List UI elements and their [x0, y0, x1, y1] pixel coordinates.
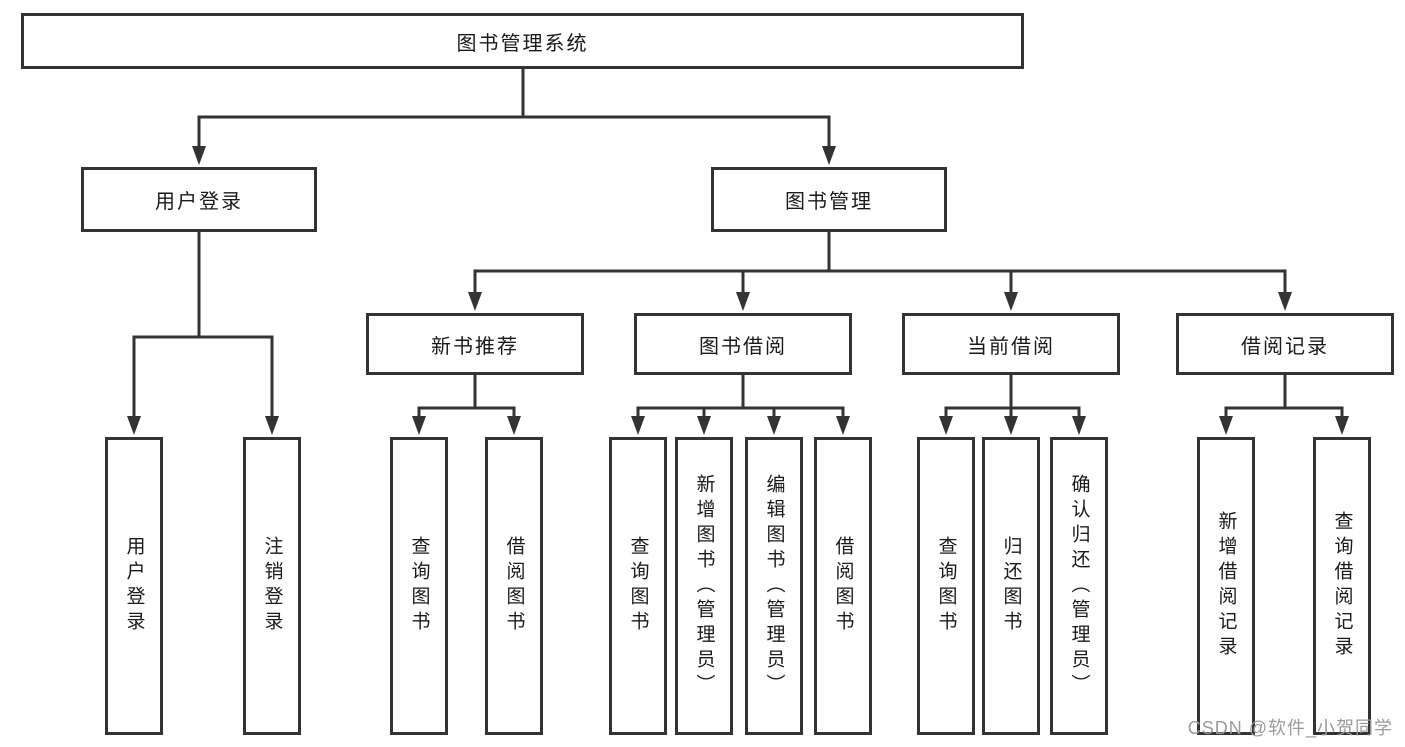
node-label: 查询图书: [408, 536, 430, 636]
node-label: 编辑图书（管理员）: [763, 473, 785, 699]
node-book-borrow: 图书借阅: [634, 313, 852, 375]
node-leaf-query-books-3: 查询图书: [917, 437, 975, 735]
node-label: 图书借阅: [699, 335, 787, 358]
node-label: 借阅记录: [1241, 335, 1329, 358]
node-borrow-records: 借阅记录: [1176, 313, 1394, 375]
node-label: 图书管理: [785, 191, 873, 213]
node-label: 查询图书: [627, 536, 649, 636]
node-label: 图书管理系统: [456, 32, 589, 55]
node-book-management-branch: 图书管理: [711, 167, 947, 232]
node-new-book-recommend: 新书推荐: [366, 313, 584, 375]
csdn-watermark: CSDN @软件_小贺同学: [1187, 718, 1393, 738]
node-label: 用户登录: [155, 191, 243, 213]
node-label: 查询借阅记录: [1331, 511, 1353, 661]
node-leaf-query-books-1: 查询图书: [390, 437, 448, 735]
node-leaf-edit-books-admin: 编辑图书（管理员）: [745, 437, 803, 735]
node-label: 新增借阅记录: [1215, 511, 1237, 661]
node-label: 归还图书: [1000, 536, 1022, 636]
node-leaf-borrow-books-2: 借阅图书: [814, 437, 872, 735]
node-label: 确认归还（管理员）: [1068, 473, 1090, 699]
node-library-management-system: 图书管理系统: [21, 13, 1024, 69]
node-label: 借阅图书: [832, 536, 854, 636]
node-label: 注销登录: [261, 536, 283, 636]
node-leaf-add-borrow-record: 新增借阅记录: [1197, 437, 1255, 735]
node-label: 新书推荐: [431, 335, 519, 358]
node-label: 新增图书（管理员）: [693, 473, 715, 699]
node-leaf-add-books-admin: 新增图书（管理员）: [675, 437, 733, 735]
node-label: 查询图书: [935, 536, 957, 636]
node-leaf-return-books: 归还图书: [982, 437, 1040, 735]
node-leaf-query-books-2: 查询图书: [609, 437, 667, 735]
node-label: 用户登录: [123, 536, 145, 636]
node-user-login-branch: 用户登录: [81, 167, 317, 232]
node-label: 当前借阅: [967, 335, 1055, 358]
node-current-borrow: 当前借阅: [902, 313, 1120, 375]
node-leaf-borrow-books-1: 借阅图书: [485, 437, 543, 735]
node-leaf-logout: 注销登录: [243, 437, 301, 735]
node-leaf-confirm-return-admin: 确认归还（管理员）: [1050, 437, 1108, 735]
node-leaf-user-login: 用户登录: [105, 437, 163, 735]
node-leaf-query-borrow-record: 查询借阅记录: [1313, 437, 1371, 735]
node-label: 借阅图书: [503, 536, 525, 636]
